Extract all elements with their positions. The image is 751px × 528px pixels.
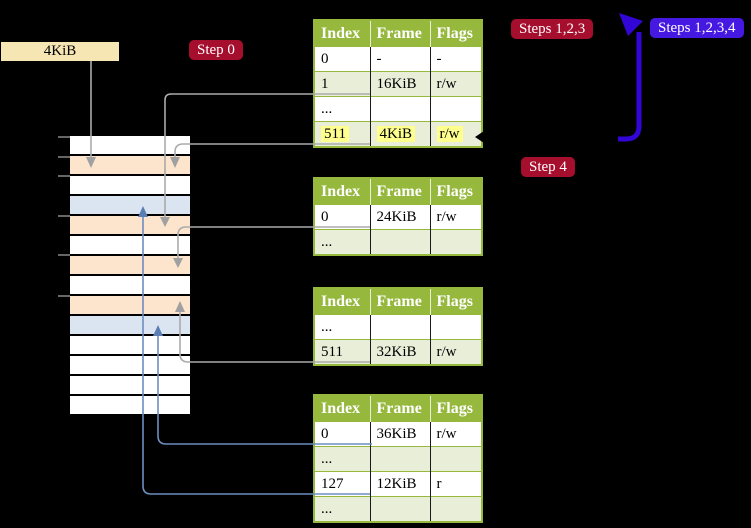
memory-frame-row-white	[70, 176, 190, 196]
column-header: Index	[314, 20, 370, 47]
table-row: ...	[314, 229, 482, 255]
column-header: Flags	[429, 20, 482, 47]
table-cell	[369, 314, 430, 340]
column-header: Index	[314, 395, 370, 422]
table-cell: ...	[314, 96, 370, 122]
table-cell: ...	[314, 496, 370, 522]
table-row: 0--	[314, 46, 482, 72]
column-header: Frame	[369, 288, 430, 315]
table-row: ...	[314, 446, 482, 472]
table-cell: r/w	[429, 204, 482, 230]
highlighted-value: r/w	[436, 125, 463, 142]
table-cell	[429, 446, 482, 472]
table-cell: 511	[314, 339, 370, 365]
column-header: Flags	[429, 178, 482, 205]
table-row: ...	[314, 496, 482, 522]
table-cell: r/w	[429, 121, 482, 147]
highlighted-value: 511	[321, 125, 349, 142]
column-header: Index	[314, 288, 370, 315]
table-row: 511 4KiB r/w	[314, 121, 482, 147]
recursive-loop-arrow	[618, 13, 643, 142]
memory-frame-row-peach	[70, 296, 190, 316]
table-cell: r/w	[429, 421, 482, 447]
table-row: ...	[314, 314, 482, 340]
memory-frame-row-blue	[70, 316, 190, 336]
memory-frame-row-peach	[70, 256, 190, 276]
table-cell: ...	[314, 229, 370, 255]
table-cell: 0	[314, 421, 370, 447]
memory-frame-row-white	[70, 396, 190, 414]
table-cell	[369, 229, 430, 255]
physical-memory-column	[70, 136, 190, 414]
memory-frame-row-white	[70, 336, 190, 356]
table-cell: r/w	[429, 71, 482, 97]
memory-frame-row-white	[70, 236, 190, 256]
memory-frame-row-white	[70, 376, 190, 396]
table-cell: 511	[314, 121, 370, 147]
table-cell	[369, 446, 430, 472]
column-header: Flags	[429, 288, 482, 315]
memory-frame-row-peach	[70, 156, 190, 176]
memory-address-ticks	[58, 136, 70, 297]
column-header: Frame	[369, 20, 430, 47]
table-cell: 127	[314, 471, 370, 497]
table-cell: ...	[314, 446, 370, 472]
table-cell	[429, 96, 482, 122]
table-cell: 4KiB	[369, 121, 430, 147]
table-cell: 12KiB	[369, 471, 430, 497]
table-cell: 0	[314, 46, 370, 72]
highlighted-value: 4KiB	[376, 125, 416, 142]
table-cell: 1	[314, 71, 370, 97]
table-row: ...	[314, 96, 482, 122]
table-cell: 0	[314, 204, 370, 230]
table-cell: 32KiB	[369, 339, 430, 365]
column-header: Flags	[429, 395, 482, 422]
table-cell	[369, 96, 430, 122]
table-cell	[429, 496, 482, 522]
table-cell: r/w	[429, 339, 482, 365]
table-cell: -	[369, 46, 430, 72]
table-cell	[429, 229, 482, 255]
table-cell: ...	[314, 314, 370, 340]
column-header: Frame	[369, 178, 430, 205]
table-cell	[369, 496, 430, 522]
steps-1234-label: Steps 1,2,3,4	[650, 18, 744, 38]
frame-size-label: 4KiB	[1, 42, 119, 61]
table-cell: r	[429, 471, 482, 497]
memory-frame-row-peach	[70, 216, 190, 236]
table-cell	[429, 314, 482, 340]
memory-frame-row-white	[70, 356, 190, 376]
step-0-label: Step 0	[189, 40, 243, 60]
table-cell: -	[429, 46, 482, 72]
table-cell: 36KiB	[369, 421, 430, 447]
column-header: Index	[314, 178, 370, 205]
step-4-label: Step 4	[521, 157, 575, 177]
memory-frame-row-white	[70, 136, 190, 156]
column-header: Frame	[369, 395, 430, 422]
memory-frame-row-blue	[70, 196, 190, 216]
memory-frame-row-white	[70, 276, 190, 296]
table-cell: 16KiB	[369, 71, 430, 97]
table-cell: 24KiB	[369, 204, 430, 230]
steps-123-label: Steps 1,2,3	[511, 19, 594, 39]
